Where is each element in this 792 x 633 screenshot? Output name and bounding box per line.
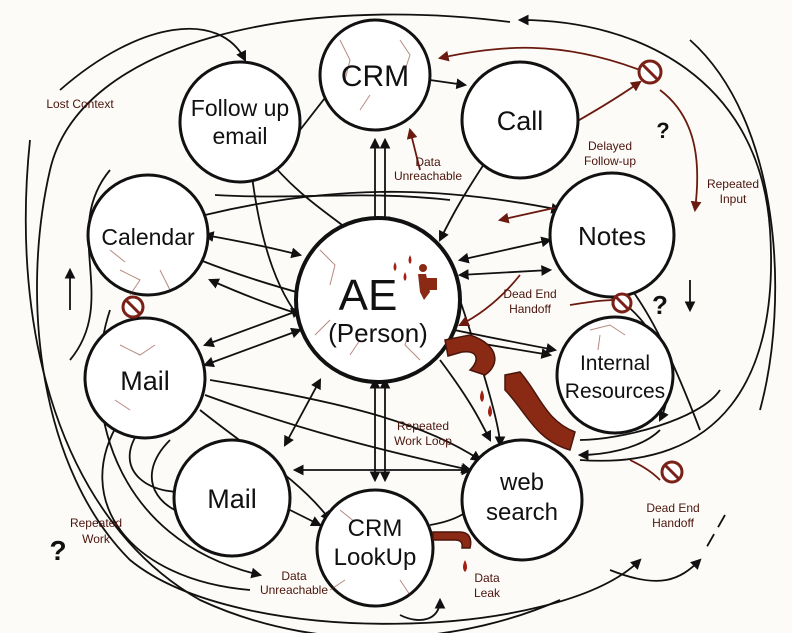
node-follow-up-email[interactable]: Follow up email xyxy=(178,60,302,184)
internal-resources-label-line1: Internal xyxy=(580,352,650,375)
repeated-work-line2: Work xyxy=(82,532,111,546)
data-leak-line1: Data xyxy=(474,571,500,585)
crm-lookup-label-line1: CRM xyxy=(348,515,403,542)
ae-label: AE xyxy=(339,271,398,320)
dead-end-mid-line1: Dead End xyxy=(503,287,556,301)
dead-end-right-line1: Dead End xyxy=(646,501,699,515)
node-crm-lookup[interactable]: CRM LookUp xyxy=(315,488,435,608)
lost-context-label: Lost Context xyxy=(46,97,114,111)
delayed-followup-line1: Delayed xyxy=(588,139,632,153)
node-mail-left[interactable]: Mail xyxy=(83,316,207,440)
repeated-work-loop-line2: Work Loop xyxy=(394,434,452,448)
blood-drop-icon xyxy=(403,272,407,281)
crm-label: CRM xyxy=(341,60,409,93)
repeated-work-loop-line1: Repeated xyxy=(397,419,449,433)
node-ae-person[interactable]: AE (Person) xyxy=(294,216,462,384)
outer-loops xyxy=(24,13,777,633)
leaking-faucet-icon xyxy=(432,531,472,572)
web-search-label-line2: search xyxy=(486,499,558,526)
node-crm[interactable]: CRM xyxy=(318,18,432,132)
follow-up-email-label-line1: Follow up xyxy=(191,95,289,121)
node-call[interactable]: Call xyxy=(460,60,580,180)
no-entry-icon xyxy=(121,295,145,319)
node-internal-resources[interactable]: Internal Resources xyxy=(555,315,675,435)
no-entry-icon xyxy=(637,59,663,85)
internal-resources-label-line2: Resources xyxy=(565,380,665,403)
notes-label: Notes xyxy=(578,221,646,251)
dead-end-mid-line2: Handoff xyxy=(509,302,551,316)
data-unreachable-top-line2: Unreachable xyxy=(394,169,462,183)
calendar-label: Calendar xyxy=(101,224,195,250)
broken-pipe-icon xyxy=(444,334,576,451)
repeated-input-line2: Input xyxy=(720,192,747,206)
node-mail-bottom[interactable]: Mail xyxy=(172,438,292,558)
question-mark-icon: ? xyxy=(49,535,66,566)
repeated-input-line1: Repeated xyxy=(707,177,759,191)
data-leak-line2: Leak xyxy=(474,586,501,600)
web-search-label-line1: web xyxy=(499,469,544,496)
dead-end-right-line2: Handoff xyxy=(652,516,694,530)
data-unreachable-bottom-line1: Data xyxy=(281,569,307,583)
data-unreachable-bottom-line2: Unreachable xyxy=(260,583,328,597)
mail-left-label: Mail xyxy=(120,366,170,396)
repeated-work-line1: Repeated xyxy=(70,516,122,530)
blood-drop-icon xyxy=(408,255,412,264)
node-notes[interactable]: Notes xyxy=(548,171,676,299)
mail-bottom-label: Mail xyxy=(207,484,257,514)
node-calendar[interactable]: Calendar xyxy=(86,173,210,297)
crm-lookup-label-line2: LookUp xyxy=(334,544,417,571)
call-label: Call xyxy=(497,106,544,136)
no-entry-icon xyxy=(660,460,684,484)
node-web-search[interactable]: web search xyxy=(460,438,584,562)
person-label: (Person) xyxy=(328,318,428,348)
question-mark-icon: ? xyxy=(652,290,668,320)
data-unreachable-top-line1: Data xyxy=(415,155,441,169)
no-entry-icon xyxy=(611,292,633,314)
follow-up-email-label-line2: email xyxy=(213,123,268,149)
question-mark-icon: ? xyxy=(656,118,669,143)
delayed-followup-line2: Follow-up xyxy=(584,154,636,168)
blood-drop-icon xyxy=(393,262,397,271)
overburdened-person-icon xyxy=(418,264,437,300)
